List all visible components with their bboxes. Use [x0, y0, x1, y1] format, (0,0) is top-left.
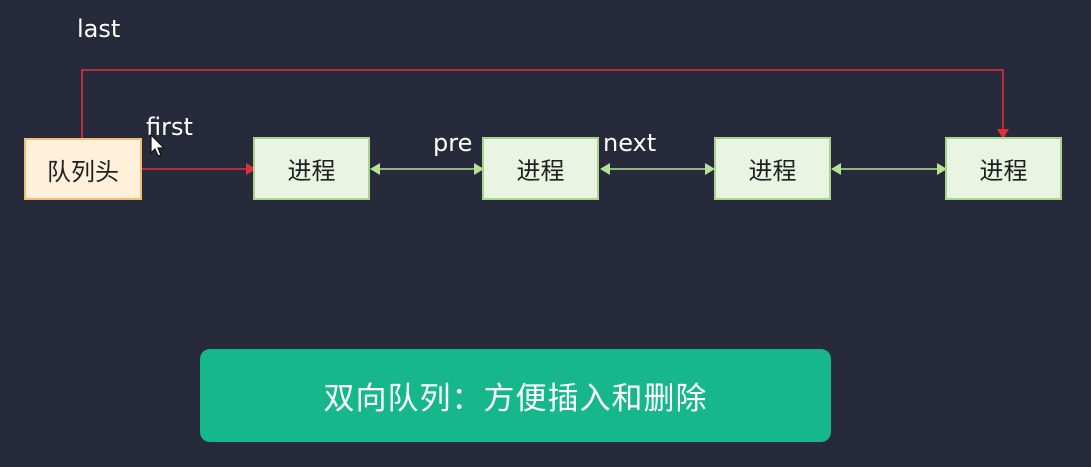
pre-label: pre — [433, 129, 473, 157]
last-pointer-arrowhead — [997, 129, 1009, 139]
process-node-1: 进程 — [253, 137, 370, 200]
process-node-2: 进程 — [482, 137, 599, 200]
process-node-3: 进程 — [714, 137, 831, 200]
link-1-2 — [370, 163, 484, 175]
link-2-3 — [600, 163, 715, 175]
mouse-cursor-icon — [150, 134, 166, 157]
next-label: next — [603, 129, 657, 157]
double-ended-queue-banner: 双向队列：方便插入和删除 — [200, 349, 831, 442]
last-label: last — [77, 15, 121, 43]
link-3-4 — [831, 163, 947, 175]
process-node-4: 进程 — [945, 137, 1062, 200]
first-label: first — [146, 113, 193, 141]
last-pointer-arrow — [81, 69, 1004, 138]
first-pointer-arrowhead — [246, 163, 256, 175]
queue-head-node: 队列头 — [24, 138, 142, 200]
